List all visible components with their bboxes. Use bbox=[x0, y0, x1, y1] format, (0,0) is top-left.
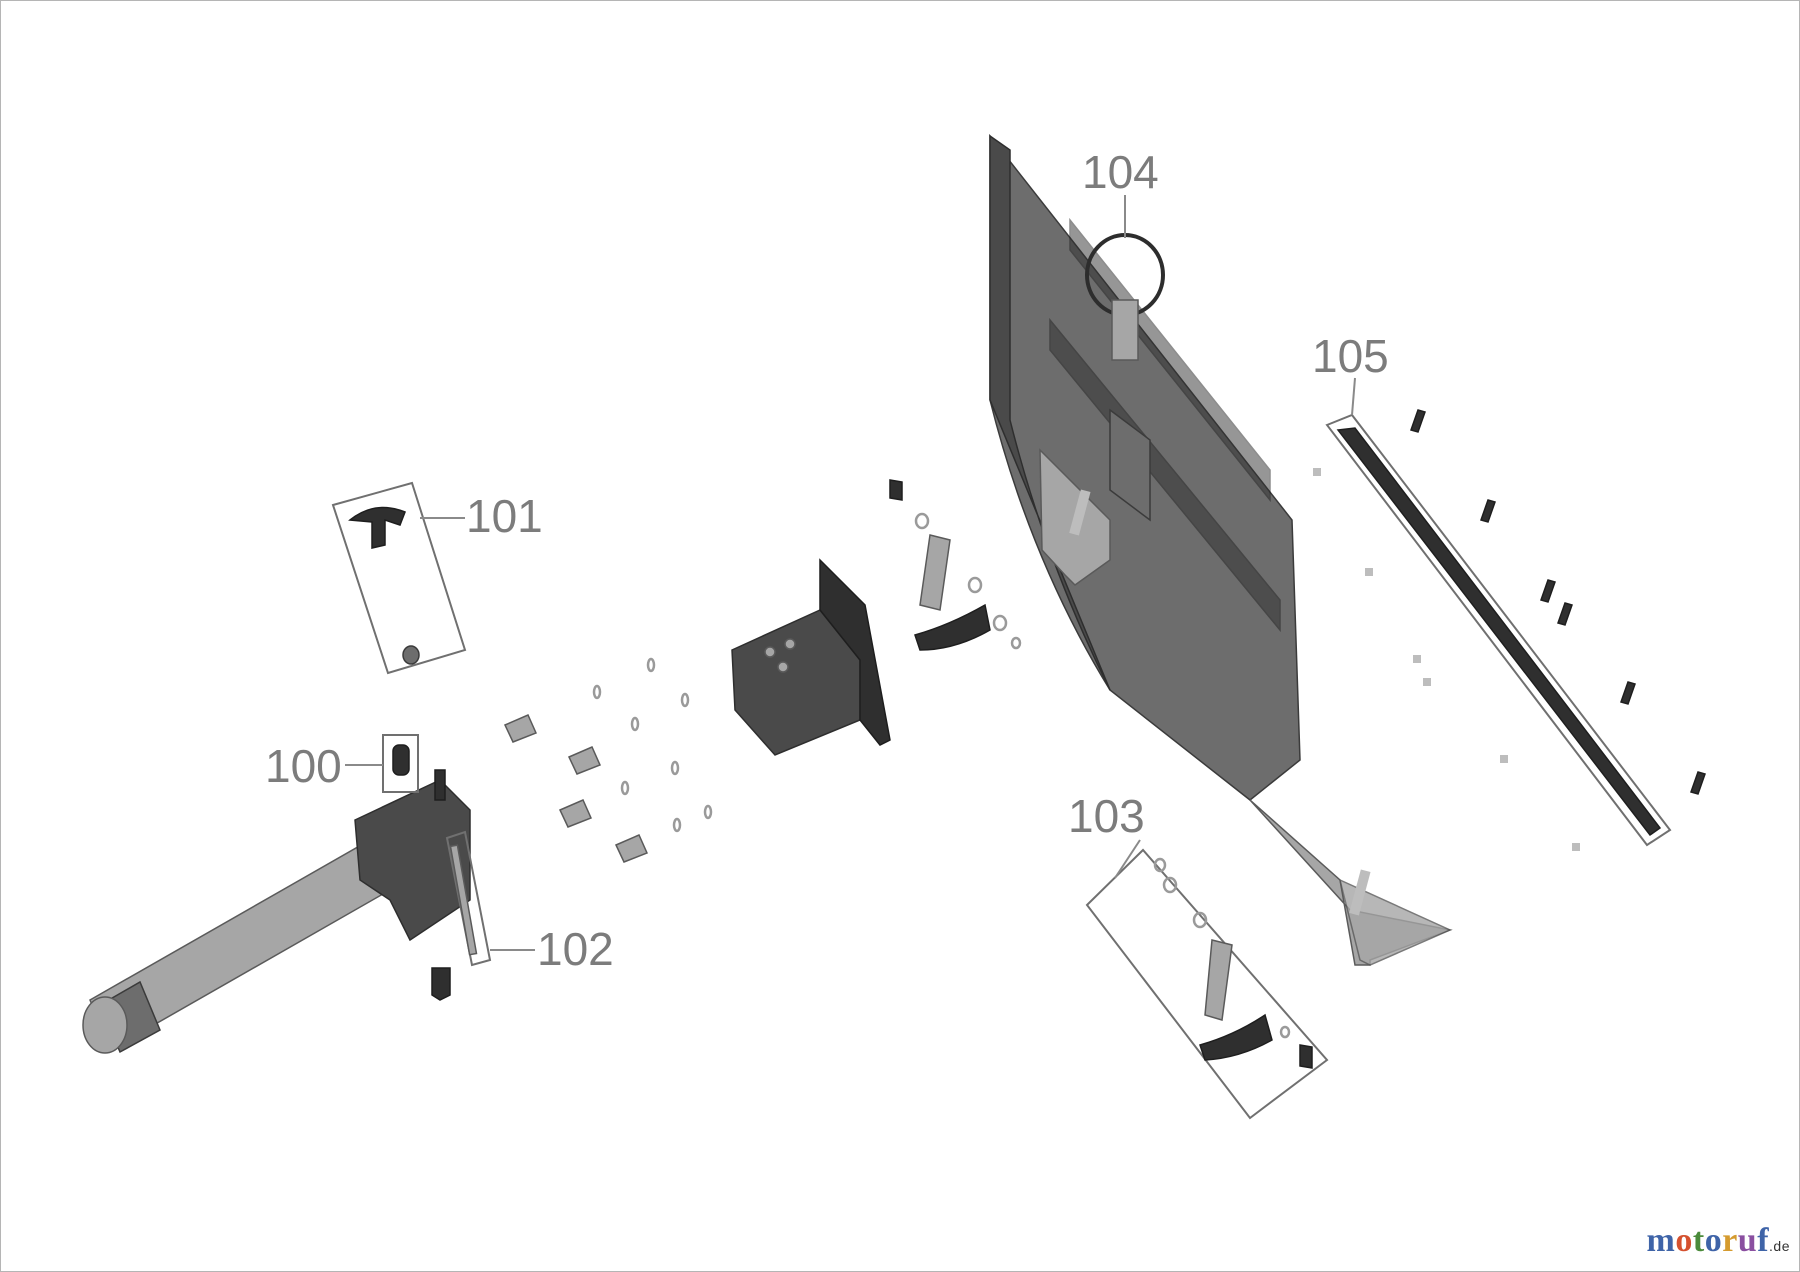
motoruf-watermark-logo: motoruf.de bbox=[1646, 1222, 1790, 1259]
callout-102: 102 bbox=[537, 923, 614, 975]
mounting-bracket bbox=[731, 558, 891, 756]
bolt-100 bbox=[382, 734, 419, 793]
callout-101: 101 bbox=[466, 490, 543, 542]
callout-103: 103 bbox=[1068, 790, 1145, 842]
callout-104: 104 bbox=[1082, 146, 1159, 198]
part-105-box bbox=[1313, 409, 1706, 851]
part-101-box bbox=[331, 481, 467, 675]
swivel-arm bbox=[889, 479, 1022, 651]
part-102-box bbox=[431, 830, 492, 1001]
leader-lines bbox=[345, 195, 1356, 951]
callout-105: 105 bbox=[1312, 330, 1389, 382]
callout-100: 100 bbox=[265, 740, 342, 792]
plow-blade bbox=[989, 133, 1453, 966]
shaft-assembly bbox=[82, 769, 471, 1054]
bolts-and-washers bbox=[503, 657, 713, 863]
part-103-box bbox=[1085, 848, 1329, 1120]
